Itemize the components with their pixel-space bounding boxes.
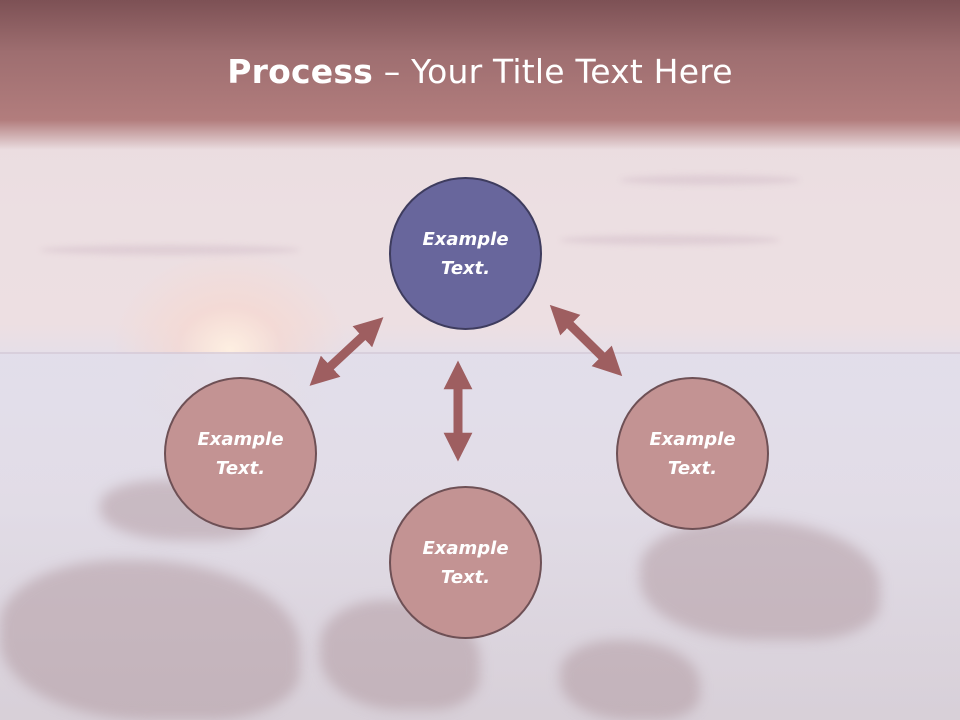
process-node-top[interactable]: Example Text. xyxy=(389,177,542,330)
title-bold: Process xyxy=(227,52,374,91)
rock xyxy=(560,640,700,720)
title-band xyxy=(0,0,960,150)
node-label: Example Text. xyxy=(422,228,509,279)
cloud-streak xyxy=(40,245,300,255)
cloud-streak xyxy=(620,175,800,185)
node-label: Example Text. xyxy=(197,428,284,479)
slide-title: Process – Your Title Text Here xyxy=(0,52,960,91)
rock xyxy=(0,560,300,720)
process-node-left[interactable]: Example Text. xyxy=(164,377,317,530)
node-label: Example Text. xyxy=(649,428,736,479)
double-arrow-right xyxy=(549,304,623,377)
process-node-right[interactable]: Example Text. xyxy=(616,377,769,530)
title-rest: – Your Title Text Here xyxy=(373,52,733,91)
horizon-line xyxy=(0,352,960,354)
node-label: Example Text. xyxy=(422,537,509,588)
cloud-streak xyxy=(560,235,780,245)
double-arrow-left xyxy=(309,317,384,386)
rock xyxy=(640,520,880,640)
process-node-bottom[interactable]: Example Text. xyxy=(389,486,542,639)
